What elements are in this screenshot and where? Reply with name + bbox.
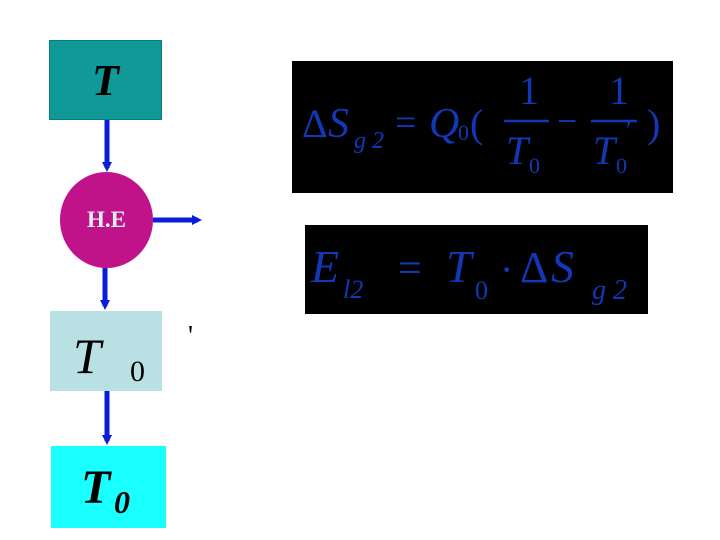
node-temperature-t: T (49, 40, 162, 120)
eq1-denominator-2-subscript: 0 (616, 153, 627, 178)
node-heat-engine-label: H.E (87, 207, 126, 232)
node-t0-symbol: T (81, 461, 111, 514)
eq1-q: Q (429, 101, 459, 147)
eq1-denominator-1-t: T (506, 128, 531, 173)
eq2-e: E (310, 241, 339, 292)
eq2-equals: = (398, 246, 422, 292)
equation-entropy-generation: Δ S g 2 = Q 0 ( 1 T 0 − 1 T 0 ′ ) (292, 61, 673, 193)
eq1-numerator-1: 1 (519, 68, 539, 113)
eq1-numerator-2: 1 (609, 68, 629, 113)
node-temperature-t-label: T (92, 56, 119, 105)
eq2-dot: · (500, 247, 513, 292)
eq2-t-subscript: 0 (475, 276, 488, 305)
eq1-denominator-2-t: T (593, 128, 618, 173)
eq2-t: T (446, 241, 475, 292)
eq1-denominator-1-subscript: 0 (529, 153, 540, 178)
eq1-close-paren: ) (647, 101, 660, 146)
node-heat-engine: H.E (60, 172, 153, 268)
eq1-s-subscript: g 2 (354, 128, 384, 154)
eq1-q-subscript: 0 (458, 120, 469, 145)
eq1-open-paren: ( (470, 101, 483, 146)
eq1-denominator-2-prime: ′ (626, 116, 632, 145)
node-t0-prime-mark: ' (188, 321, 194, 352)
eq2-s: S (551, 241, 574, 292)
node-t0-subscript: 0 (114, 484, 130, 520)
eq1-delta: Δ (302, 101, 328, 146)
eq1-s: S (328, 101, 349, 147)
node-temperature-t0: T 0 (51, 446, 166, 528)
eq1-equals: = (395, 102, 416, 144)
equation-exergy-loss: E l2 = T 0 · Δ S g 2 (305, 225, 648, 314)
eq1-minus: − (557, 101, 577, 141)
node-t0-prime-subscript: 0 (130, 355, 145, 388)
eq2-delta: Δ (520, 243, 548, 292)
node-temperature-t0-prime: T 0 ' (50, 311, 193, 391)
eq2-s-subscript: g 2 (592, 275, 627, 306)
eq2-e-subscript: l2 (343, 275, 363, 304)
node-t0-prime-symbol: T (73, 328, 101, 384)
